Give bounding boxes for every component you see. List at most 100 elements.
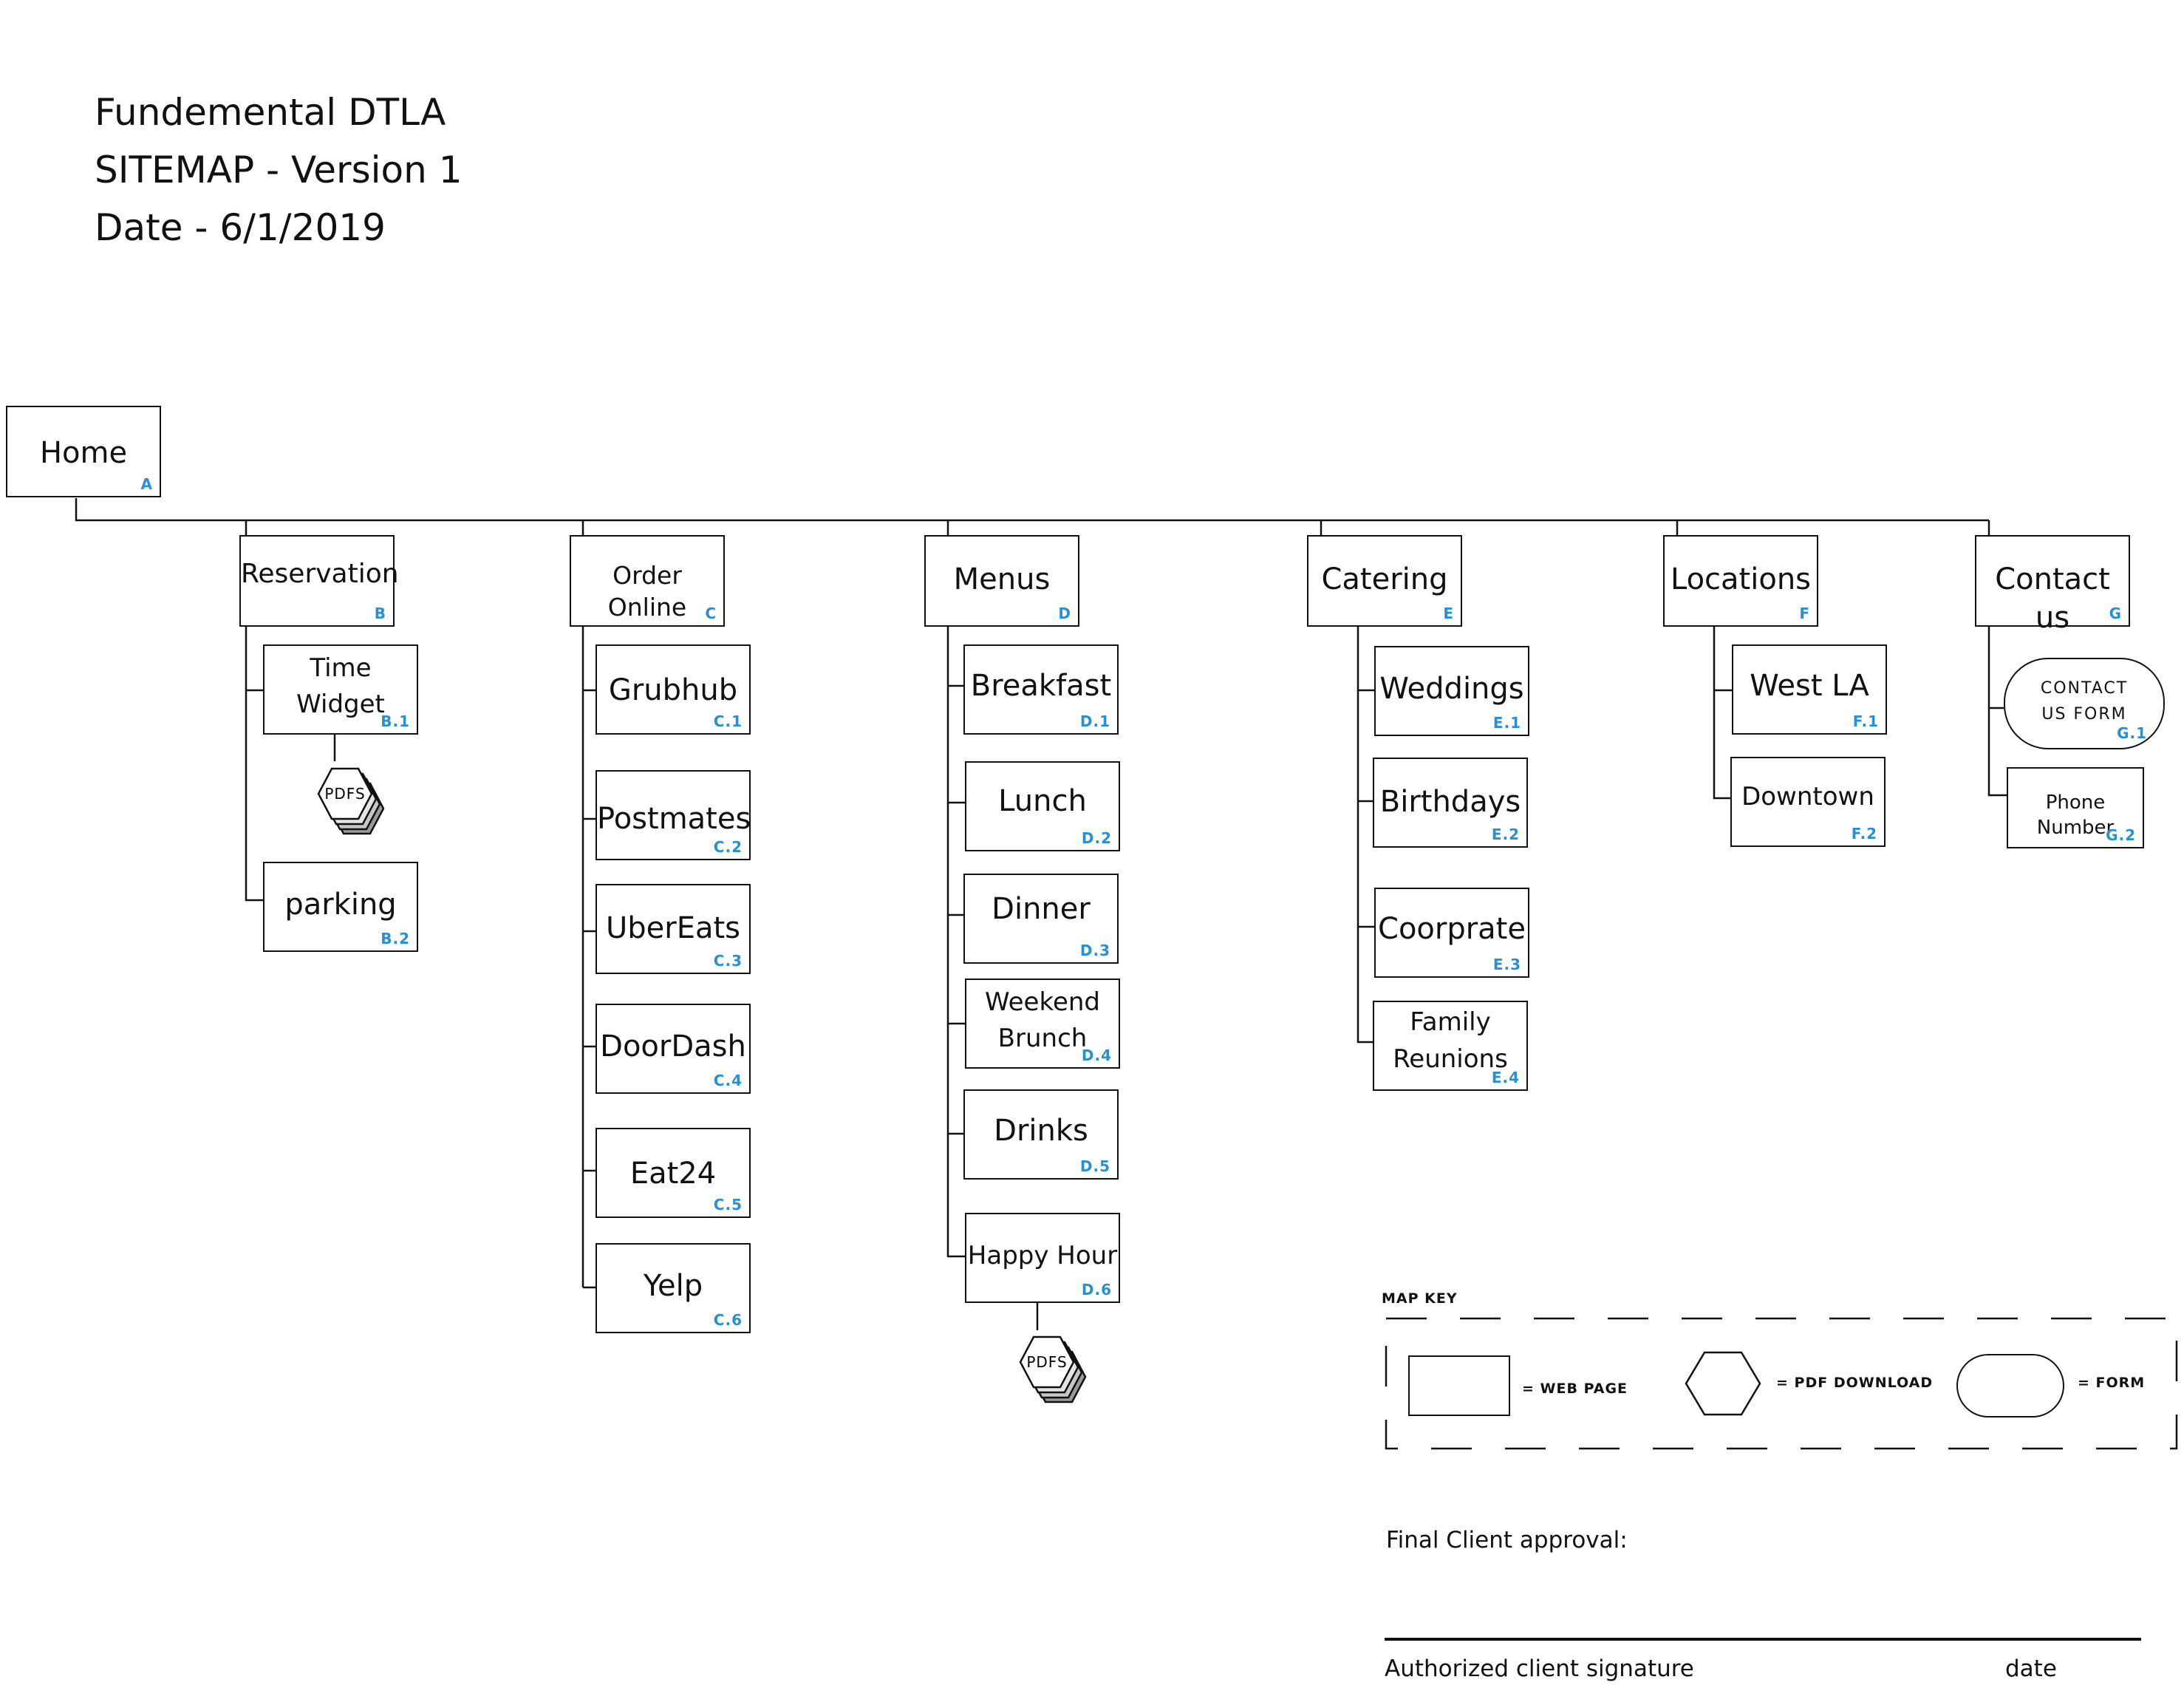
time-widget-code: B.1 <box>381 712 410 730</box>
drinks-code: D.5 <box>1079 1157 1110 1175</box>
locations-branch <box>1713 627 1732 800</box>
date-caption: date <box>2005 1655 2057 1682</box>
map-key-form-label: = FORM <box>2078 1375 2146 1391</box>
phone-number-box: Phone Number G.2 <box>2007 767 2144 848</box>
order-online-label: Order Online <box>607 561 687 622</box>
sitemap-version: SITEMAP - Version 1 <box>95 149 463 191</box>
doordash-code: C.4 <box>713 1072 743 1089</box>
breakfast-label: Breakfast <box>970 669 1112 703</box>
sitemap-date: Date - 6/1/2019 <box>95 206 386 249</box>
drinks-box: Drinks D.5 <box>963 1089 1119 1180</box>
home-connector <box>75 498 1989 522</box>
map-key-title: MAP KEY <box>1382 1290 1458 1307</box>
locations-code: F <box>1799 605 1810 622</box>
home-page-box: Home A <box>6 406 161 497</box>
contact-branch <box>1987 627 2007 797</box>
weddings-label: Weddings <box>1379 672 1524 706</box>
weekend-brunch-code: D.4 <box>1081 1047 1112 1064</box>
locations-label: Locations <box>1670 562 1812 596</box>
catering-code: E <box>1443 605 1454 622</box>
weddings-code: E.1 <box>1492 714 1521 732</box>
menus-code: D <box>1058 605 1071 622</box>
reservation-code: B <box>374 605 386 622</box>
coorprate-label: Coorprate <box>1378 912 1526 946</box>
coorprate-box: Coorprate E.3 <box>1374 888 1529 978</box>
breakfast-code: D.1 <box>1079 712 1110 730</box>
map-key-web-page-label: = WEB PAGE <box>1522 1381 1628 1397</box>
home-label: Home <box>39 436 128 470</box>
reservation-label: Reservation <box>241 559 399 589</box>
doordash-box: DoorDash C.4 <box>596 1004 751 1094</box>
time-widget-label: Time Widget <box>296 653 385 719</box>
yelp-box: Yelp C.6 <box>596 1243 751 1333</box>
weekend-brunch-label: Weekend Brunch <box>985 987 1100 1053</box>
pdfs-label: PDFS <box>324 785 365 803</box>
coorprate-code: E.3 <box>1492 956 1521 973</box>
weddings-box: Weddings E.1 <box>1374 646 1529 736</box>
menus-branch <box>946 627 965 1258</box>
grubhub-label: Grubhub <box>608 673 738 707</box>
parking-code: B.2 <box>381 930 410 947</box>
final-client-approval: Final Client approval: <box>1386 1527 1628 1553</box>
grubhub-box: Grubhub C.1 <box>596 644 751 735</box>
west-la-box: West LA F.1 <box>1732 644 1887 735</box>
grubhub-code: C.1 <box>713 712 743 730</box>
lunch-code: D.2 <box>1081 829 1112 847</box>
pdf-download-icon: PDFS <box>1019 1335 1087 1403</box>
happy-hour-box: Happy Hour D.6 <box>965 1213 1120 1303</box>
reservation-box: Reservation B <box>239 535 399 627</box>
order-online-code: C <box>705 605 717 622</box>
dinner-code: D.3 <box>1079 942 1110 959</box>
lunch-label: Lunch <box>998 784 1087 818</box>
ubereats-box: UberEats C.3 <box>596 884 751 974</box>
breakfast-box: Breakfast D.1 <box>963 644 1119 735</box>
contact-label: Contact us <box>1995 562 2110 635</box>
eat24-box: Eat24 C.5 <box>596 1128 751 1218</box>
birthdays-label: Birthdays <box>1379 785 1521 819</box>
order-online-branch <box>581 627 596 1289</box>
map-key-border <box>1385 1317 2178 1450</box>
birthdays-code: E.2 <box>1491 826 1520 843</box>
parking-label: parking <box>284 888 397 922</box>
phone-number-code: G.2 <box>2106 826 2136 844</box>
pdf-download-icon: PDFS <box>317 767 385 835</box>
time-widget-box: Time Widget B.1 <box>263 644 418 735</box>
yelp-label: Yelp <box>643 1269 703 1303</box>
map-key-pdf-symbol <box>1685 1351 1761 1416</box>
happy-hour-code: D.6 <box>1081 1281 1112 1299</box>
yelp-code: C.6 <box>713 1311 743 1329</box>
downtown-label: Downtown <box>1741 782 1874 811</box>
postmates-code: C.2 <box>713 838 743 856</box>
doordash-label: DoorDash <box>600 1030 746 1063</box>
west-la-label: West LA <box>1750 669 1869 703</box>
lunch-box: Lunch D.2 <box>965 761 1120 851</box>
catering-branch <box>1357 627 1374 1044</box>
downtown-code: F.2 <box>1851 825 1877 843</box>
postmates-label: Postmates <box>597 802 751 836</box>
map-key-form-symbol <box>1956 1354 2064 1418</box>
map-key-pdf-label: = PDF DOWNLOAD <box>1776 1375 1934 1391</box>
contact-code: G <box>2109 605 2122 622</box>
contact-us-form-code: G.1 <box>2117 724 2147 742</box>
weekend-brunch-box: Weekend Brunch D.4 <box>965 979 1120 1069</box>
catering-box: Catering E <box>1307 535 1462 627</box>
ubereats-label: UberEats <box>605 911 741 945</box>
project-title: Fundemental DTLA <box>95 91 446 134</box>
catering-label: Catering <box>1321 562 1448 596</box>
contact-us-form: CONTACT US FORM G.1 <box>2004 658 2165 749</box>
home-code: A <box>140 475 153 493</box>
pdfs-label: PDFS <box>1026 1353 1067 1371</box>
map-key-web-page-symbol <box>1408 1355 1510 1416</box>
parking-box: parking B.2 <box>263 862 418 952</box>
family-reunions-code: E.4 <box>1491 1069 1520 1086</box>
reservation-branch <box>245 627 263 902</box>
downtown-box: Downtown F.2 <box>1730 757 1886 847</box>
signature-caption: Authorized client signature <box>1385 1655 1694 1682</box>
dinner-label: Dinner <box>992 892 1091 926</box>
contact-box: Contact us G <box>1975 535 2130 635</box>
ubereats-code: C.3 <box>713 952 743 970</box>
eat24-code: C.5 <box>713 1196 743 1214</box>
west-la-code: F.1 <box>1852 712 1879 730</box>
family-reunions-label: Family Reunions <box>1393 1007 1508 1074</box>
